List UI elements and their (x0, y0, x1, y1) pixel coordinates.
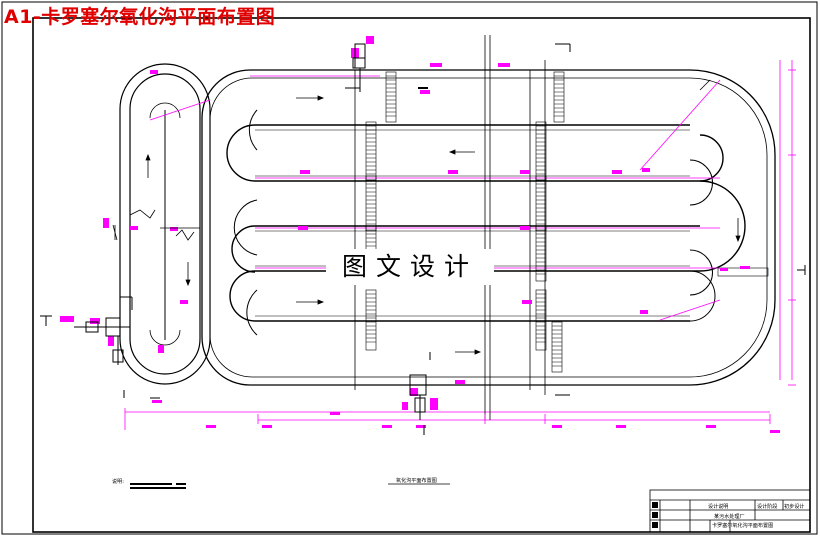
frame-border (32, 17, 811, 533)
dimension-ticks (124, 60, 796, 430)
section-lines (354, 35, 546, 420)
aerator-bridges (365, 71, 769, 373)
drawing-title: A1-卡罗塞尔氧化沟平面布置图 (4, 6, 276, 28)
flow-arrows (145, 79, 741, 355)
drawing-caption: 氧化沟平面布置图 (396, 477, 437, 484)
watermark-stamp: 图文设计 (326, 249, 494, 285)
channel-walls (226, 109, 746, 336)
title-block-project: 某污水处理厂 (714, 513, 745, 520)
title-block-drawing-name: 卡罗塞尔氧化沟平面布置图 (712, 522, 774, 529)
notes-label: 说明: (112, 478, 124, 485)
outlet-pipes (345, 43, 806, 435)
title-block-col2: 设计阶段 (757, 503, 778, 510)
dimension-marks (60, 36, 780, 433)
notes-bars (130, 483, 186, 489)
dimension-centerlines (125, 75, 770, 421)
channel-centerlines (255, 129, 690, 317)
oxidation-ditch-outline (201, 69, 776, 386)
selector-basin (119, 63, 211, 385)
inlet-pipes (40, 296, 160, 399)
title-block-col1: 设计说明 (708, 503, 729, 510)
title-block (649, 489, 811, 533)
selector-aerators (112, 209, 200, 241)
title-block-fills (652, 502, 658, 528)
title-block-col3: 初步设计 (784, 503, 805, 510)
